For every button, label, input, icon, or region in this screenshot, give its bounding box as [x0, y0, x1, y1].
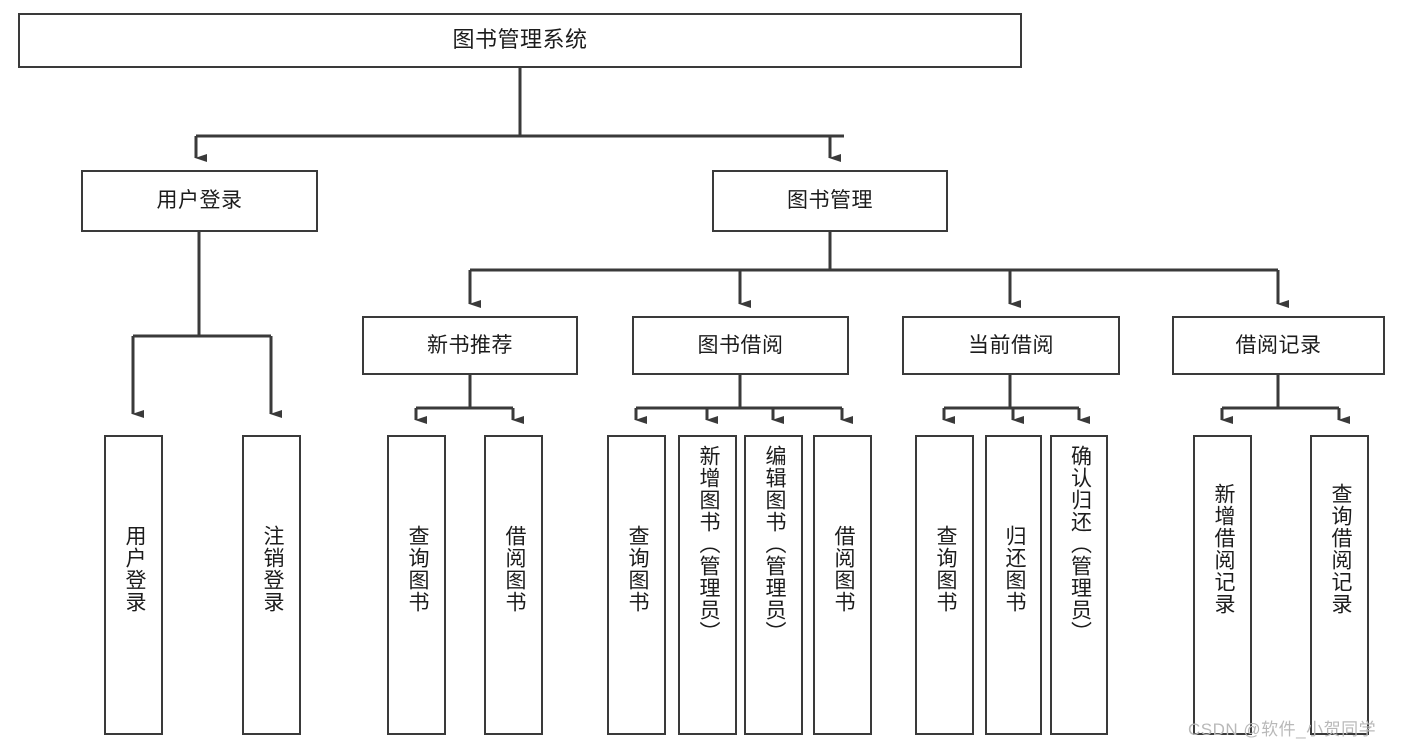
- leaf-label: 查询图书: [625, 525, 649, 613]
- leaf-book-borrow-add-book-admin[interactable]: 新增图书（管理员）: [678, 435, 737, 735]
- node-current-borrow-label: 当前借阅: [968, 333, 1054, 357]
- leaf-label: 新增图书（管理员）: [696, 445, 720, 643]
- node-borrow-record[interactable]: 借阅记录: [1172, 316, 1385, 375]
- node-root-book-management-system[interactable]: 图书管理系统: [18, 13, 1022, 68]
- leaf-current-borrow-confirm-return-admin[interactable]: 确认归还（管理员）: [1050, 435, 1108, 735]
- leaf-label: 查询图书: [933, 525, 957, 613]
- node-user-login[interactable]: 用户登录: [81, 170, 318, 232]
- node-root-label: 图书管理系统: [452, 27, 588, 53]
- node-current-borrow[interactable]: 当前借阅: [902, 316, 1120, 375]
- leaf-label: 编辑图书（管理员）: [762, 445, 786, 643]
- leaf-label: 归还图书: [1002, 525, 1026, 613]
- leaf-label: 查询图书: [405, 525, 429, 613]
- leaf-label: 用户登录: [122, 525, 146, 613]
- leaf-user-login-login[interactable]: 用户登录: [104, 435, 163, 735]
- leaf-new-book-borrow-book[interactable]: 借阅图书: [484, 435, 543, 735]
- leaf-label: 借阅图书: [502, 525, 526, 613]
- node-book-borrow-label: 图书借阅: [697, 333, 784, 357]
- leaf-book-borrow-borrow-book[interactable]: 借阅图书: [813, 435, 872, 735]
- node-new-book-recommend-label: 新书推荐: [427, 333, 513, 357]
- leaf-new-book-query-book[interactable]: 查询图书: [387, 435, 446, 735]
- leaf-label: 新增借阅记录: [1211, 483, 1235, 615]
- leaf-current-borrow-return-book[interactable]: 归还图书: [985, 435, 1042, 735]
- leaf-book-borrow-query-book[interactable]: 查询图书: [607, 435, 666, 735]
- node-user-login-label: 用户登录: [156, 189, 243, 213]
- leaf-label: 确认归还（管理员）: [1068, 445, 1092, 643]
- node-borrow-record-label: 借阅记录: [1235, 333, 1322, 357]
- leaf-label: 借阅图书: [831, 525, 855, 613]
- watermark-text: CSDN @软件_小贺同学: [1188, 720, 1377, 739]
- node-book-management-label: 图书管理: [787, 189, 873, 213]
- leaf-label: 注销登录: [260, 525, 284, 613]
- leaf-user-login-logout[interactable]: 注销登录: [242, 435, 301, 735]
- leaf-borrow-record-add-record[interactable]: 新增借阅记录: [1193, 435, 1252, 735]
- leaf-borrow-record-query-record[interactable]: 查询借阅记录: [1310, 435, 1369, 735]
- leaf-label: 查询借阅记录: [1328, 483, 1352, 615]
- node-new-book-recommend[interactable]: 新书推荐: [362, 316, 578, 375]
- node-book-borrow[interactable]: 图书借阅: [632, 316, 849, 375]
- leaf-book-borrow-edit-book-admin[interactable]: 编辑图书（管理员）: [744, 435, 803, 735]
- leaf-current-borrow-query-book[interactable]: 查询图书: [915, 435, 974, 735]
- node-book-management[interactable]: 图书管理: [712, 170, 948, 232]
